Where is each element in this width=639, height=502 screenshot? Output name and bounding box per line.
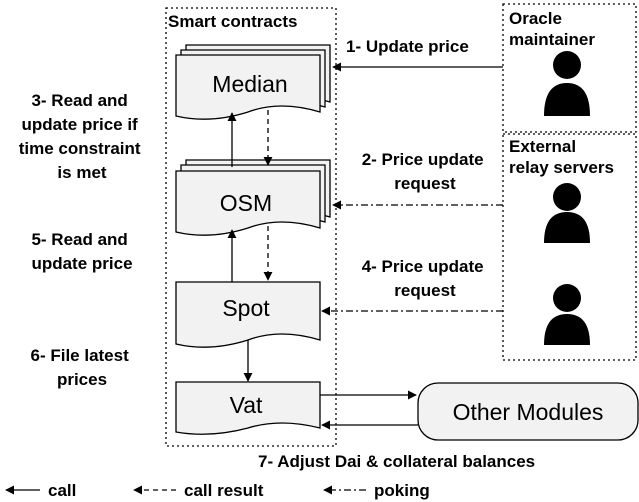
step-2-line: request [394,174,456,193]
person-icon [544,284,590,345]
step-5-line: 5- Read and [31,230,127,249]
step-6-line: prices [57,370,107,389]
step-4-line: request [394,281,456,300]
spot-label: Spot [222,295,270,321]
oracle-title-line: maintainer [509,30,595,49]
legend-poking-label: poking [374,481,430,500]
oracle-maintainer-title: Oracle maintainer [509,9,595,49]
smart-contracts-region [165,7,337,447]
other-modules-box: Other Modules [417,382,639,441]
oracle-maintainer-region [502,3,637,133]
step-4-line: 4- Price update [362,257,484,276]
external-relay-title: External relay servers [509,137,614,177]
osm-contract: OSM [175,159,331,236]
step-4-label: 4- Price update request [362,257,489,300]
relay-title-line: External [509,137,576,156]
median-label: Median [212,71,287,97]
oracle-title-line: Oracle [509,9,562,28]
spot-contract: Spot [175,281,321,348]
step-2-line: 2- Price update [362,150,484,169]
external-relay-region [502,133,637,361]
smart-contracts-title: Smart contracts [168,12,297,31]
step-3-line: time constraint [19,139,141,158]
legend-result-label: call result [184,481,264,500]
vat-contract: Vat [175,381,321,435]
step-5-line: update price [31,254,132,273]
relay-title-line: relay servers [509,158,614,177]
step-1-label: 1- Update price [346,37,469,56]
median-contract: Median [175,44,331,120]
step-2-label: 2- Price update request [362,150,489,193]
step-6-label: 6- File latest prices [31,346,134,389]
step-3-line: update price if [22,115,139,134]
step-7-label: 7- Adjust Dai & collateral balances [258,452,535,471]
step-3-line: is met [57,163,106,182]
other-modules-label: Other Modules [453,399,604,425]
osm-label: OSM [220,190,272,216]
step-3-line: 3- Read and [31,91,127,110]
step-3-label: 3- Read and update price if time constra… [19,91,146,182]
legend-call-label: call [48,481,76,500]
step-6-line: 6- File latest [31,346,130,365]
legend: call call result poking [5,481,430,500]
person-icon [544,51,590,116]
step-5-label: 5- Read and update price [31,230,132,273]
person-icon [544,183,590,243]
vat-label: Vat [230,392,263,418]
